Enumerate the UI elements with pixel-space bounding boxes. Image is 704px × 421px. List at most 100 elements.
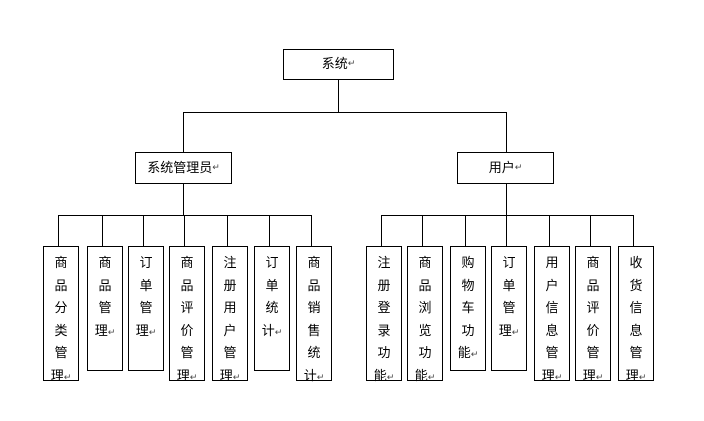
leaf-char: 户 (545, 278, 559, 294)
leaf-last-line: 理↵ (576, 366, 610, 390)
leaf-char: 管 (545, 346, 559, 361)
leaf-char: 计 (261, 323, 275, 339)
leaf-char: 品 (98, 278, 112, 294)
leaf-char: 息 (545, 323, 559, 339)
leaf-char: 商 (586, 256, 600, 271)
leaf-char: 理 (541, 368, 555, 384)
paragraph-mark: ↵ (274, 327, 283, 338)
leaf-node: 订单管理↵ (491, 246, 527, 371)
leaf-last-line: 理↵ (619, 366, 653, 390)
leaf-char: 管 (586, 346, 600, 361)
leaf-char: 理 (135, 323, 149, 339)
leaf-char: 收 (629, 256, 643, 271)
paragraph-mark: ↵ (316, 372, 325, 383)
leaf-last-line: 理↵ (535, 366, 569, 390)
connector-line (549, 215, 550, 247)
leaf-char: 功 (377, 346, 391, 361)
leaf-node: 订单管理↵ (128, 246, 164, 371)
leaf-char: 价 (586, 323, 600, 339)
leaf-node: 商品管理↵ (87, 246, 123, 371)
leaf-last-line: 理↵ (492, 321, 526, 345)
leaf-char: 统 (307, 346, 321, 361)
leaf-char: 订 (139, 256, 153, 271)
leaf-char: 价 (180, 323, 194, 339)
paragraph-mark: ↵ (63, 372, 72, 383)
leaf-char: 品 (586, 278, 600, 294)
branch-node-admin: 系统管理员↵ (135, 152, 232, 184)
paragraph-mark: ↵ (470, 350, 479, 360)
leaf-node: 商品评价管理↵ (169, 246, 205, 384)
leaf-char: 管 (98, 301, 112, 316)
paragraph-mark: ↵ (189, 372, 198, 383)
connector-line (381, 215, 634, 216)
leaf-node: 注册登录功能↵ (366, 246, 402, 384)
leaf-char: 评 (180, 301, 194, 316)
leaf-char: 品 (180, 278, 194, 294)
root-node: 系统↵ (283, 49, 394, 80)
leaf-char: 管 (54, 346, 68, 361)
leaf-last-line: 理↵ (213, 366, 247, 390)
leaf-char: 息 (629, 323, 643, 339)
connector-line (465, 215, 466, 247)
paragraph-mark: ↵ (232, 372, 241, 383)
connector-line (269, 215, 270, 247)
leaf-last-line: 能↵ (408, 366, 442, 390)
leaf-last-line: 能↵ (451, 343, 485, 367)
leaf-char: 能 (373, 368, 387, 384)
leaf-char: 用 (545, 256, 559, 271)
leaf-char: 订 (502, 256, 516, 271)
leaf-char: 商 (54, 256, 68, 271)
connector-line (227, 215, 228, 247)
paragraph-mark: ↵ (595, 372, 604, 383)
paragraph-mark: ↵ (554, 372, 563, 383)
leaf-char: 管 (180, 346, 194, 361)
leaf-char: 用 (223, 301, 237, 316)
leaf-char: 册 (223, 278, 237, 294)
leaf-char: 单 (265, 278, 279, 294)
leaf-char: 评 (586, 301, 600, 316)
branch-label: 系统管理员 (147, 160, 213, 176)
leaf-node: 商品分类管理↵ (43, 246, 79, 384)
paragraph-mark: ↵ (347, 59, 356, 69)
paragraph-mark: ↵ (212, 162, 220, 173)
paragraph-mark: ↵ (638, 372, 647, 383)
connector-line (58, 215, 59, 247)
connector-line (143, 215, 144, 247)
leaf-char: 商 (418, 256, 432, 271)
leaf-node: 购物车功能↵ (450, 246, 486, 371)
leaf-char: 单 (502, 278, 516, 294)
leaf-last-line: 理↵ (129, 321, 163, 345)
leaf-char: 统 (265, 301, 279, 316)
connector-line (506, 112, 507, 153)
leaf-char: 购 (461, 256, 475, 271)
connector-line (422, 215, 423, 247)
leaf-char: 管 (502, 301, 516, 316)
leaf-last-line: 理↵ (170, 366, 204, 390)
leaf-node: 商品销售统计↵ (296, 246, 332, 384)
paragraph-mark: ↵ (427, 372, 436, 383)
connector-line (633, 215, 634, 247)
paragraph-mark: ↵ (386, 372, 395, 383)
leaf-char: 览 (418, 323, 432, 339)
leaf-char: 能 (457, 346, 471, 361)
leaf-char: 信 (545, 301, 559, 316)
connector-line (311, 215, 312, 247)
leaf-last-line: 计↵ (255, 321, 289, 345)
leaf-char: 理 (582, 368, 596, 384)
leaf-char: 理 (94, 323, 108, 339)
leaf-char: 车 (461, 301, 475, 316)
leaf-char: 册 (377, 278, 391, 294)
leaf-char: 理 (219, 368, 233, 384)
connector-line (183, 184, 184, 216)
leaf-char: 品 (307, 278, 321, 294)
leaf-last-line: 理↵ (44, 366, 78, 390)
leaf-node: 用户信息管理↵ (534, 246, 570, 384)
leaf-char: 商 (180, 256, 194, 271)
leaf-node: 商品浏览功能↵ (407, 246, 443, 384)
leaf-char: 单 (139, 278, 153, 294)
leaf-char: 理 (176, 368, 190, 384)
leaf-char: 能 (414, 368, 428, 384)
leaf-char: 销 (307, 301, 321, 316)
leaf-char: 售 (307, 323, 321, 339)
connector-line (590, 215, 591, 247)
